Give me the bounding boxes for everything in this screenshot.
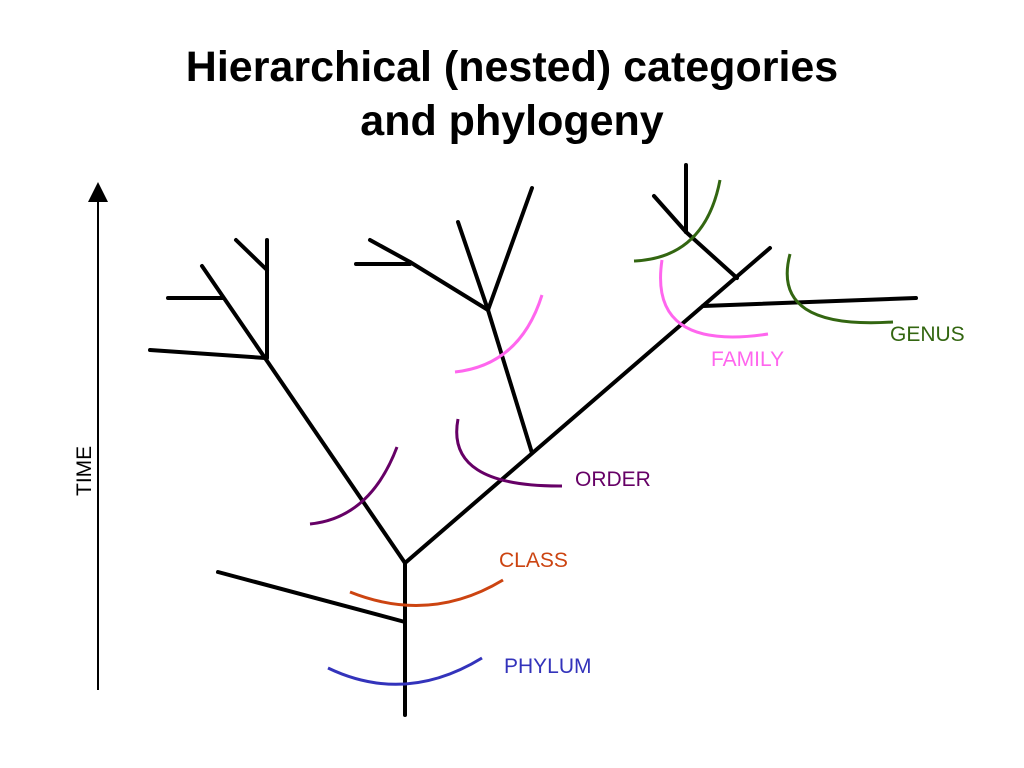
branch-left-twig-2 [200, 264, 267, 360]
class-label: CLASS [499, 549, 568, 572]
family-label: FAMILY [711, 348, 784, 371]
phylum-label: PHYLUM [504, 655, 592, 678]
genus-arc-right [785, 253, 894, 325]
branch-left-twig-5 [234, 238, 269, 272]
slide-title: Hierarchical (nested) categories and phy… [0, 40, 1024, 148]
class-arc [349, 578, 504, 607]
branch-top [684, 230, 739, 280]
genus-arc-left [633, 179, 722, 263]
branch-side [216, 570, 407, 624]
branch-left [263, 356, 407, 565]
branch-right [403, 246, 772, 565]
branch-mid-twig-4 [368, 238, 412, 264]
phylogenetic-tree [148, 163, 918, 717]
title-line-1: Hierarchical (nested) categories [185, 43, 839, 91]
branch-mid-twig-3 [408, 260, 490, 312]
branch-mid [486, 308, 534, 455]
order-arc-left [309, 446, 399, 526]
branch-mid-twig-1 [486, 186, 534, 312]
branch-left-twig-1 [148, 348, 267, 360]
genus-label: GENUS [890, 323, 965, 346]
family-arc-left [454, 294, 544, 374]
time-axis-label: TIME [73, 446, 96, 496]
title-line-2: and phylogeny [360, 97, 664, 145]
order-label: ORDER [575, 468, 651, 491]
phylum-arc [327, 656, 483, 686]
order-arc-right [455, 418, 563, 488]
branch-mid-twig-2 [456, 220, 490, 312]
family-arc-right [659, 259, 769, 339]
rank-arcs [309, 179, 894, 686]
branch-top-twig-1 [652, 194, 688, 234]
branch-far-right [701, 296, 918, 308]
